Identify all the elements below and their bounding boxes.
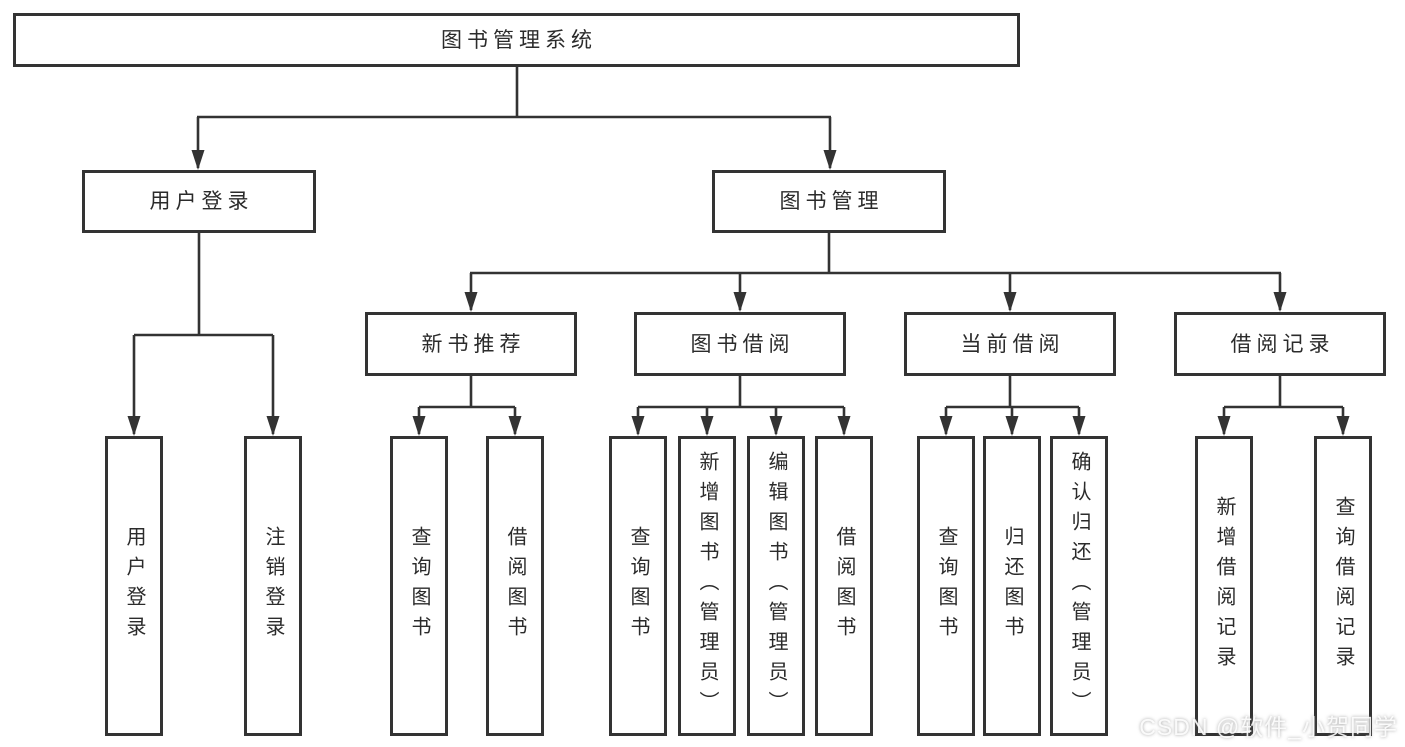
node-user-login-label: 用户登录 xyxy=(149,190,254,213)
node-user-login-module: 用户登录 xyxy=(82,170,316,233)
node-leaf-br-query-record-label: 查询借阅记录 xyxy=(1332,496,1354,676)
node-leaf-br-add-record: 新增借阅记录 xyxy=(1195,436,1253,736)
node-leaf-cb-confirm-return-admin: 确认归还（管理员） xyxy=(1050,436,1108,736)
node-leaf-logout: 注销登录 xyxy=(244,436,302,736)
node-current-borrow-label: 当前借阅 xyxy=(960,332,1065,356)
node-leaf-bb-query-book: 查询图书 xyxy=(609,436,667,736)
connector-current-borrow-trunk xyxy=(946,376,1079,409)
node-new-book-recommend: 新书推荐 xyxy=(365,312,577,376)
node-leaf-nb-query-book: 查询图书 xyxy=(390,436,448,736)
node-book-management-module: 图书管理 xyxy=(712,170,946,233)
node-root-label: 图书管理系统 xyxy=(441,28,597,52)
node-leaf-bb-edit-book-admin: 编辑图书（管理员） xyxy=(747,436,805,736)
node-leaf-nb-borrow-book: 借阅图书 xyxy=(486,436,544,736)
connector-borrow-record-trunk xyxy=(1224,376,1343,409)
node-book-borrow-label: 图书借阅 xyxy=(690,332,795,356)
connector-book-borrow-trunk xyxy=(638,376,844,409)
node-leaf-br-query-record: 查询借阅记录 xyxy=(1314,436,1372,736)
node-leaf-br-add-record-label: 新增借阅记录 xyxy=(1213,496,1235,676)
node-leaf-bb-edit-book-admin-label: 编辑图书（管理员） xyxy=(765,451,787,721)
node-leaf-cb-query-book-label: 查询图书 xyxy=(935,526,957,646)
node-leaf-cb-return-book-label: 归还图书 xyxy=(1001,526,1023,646)
node-root-system: 图书管理系统 xyxy=(13,13,1020,67)
node-leaf-bb-query-book-label: 查询图书 xyxy=(627,526,649,646)
connector-user-login-trunk xyxy=(134,233,273,337)
connector-root-trunk xyxy=(197,67,831,119)
node-leaf-logout-label: 注销登录 xyxy=(262,526,284,646)
node-leaf-user-login-label: 用户登录 xyxy=(123,526,145,646)
node-new-book-label: 新书推荐 xyxy=(421,332,526,356)
connector-new-book-trunk xyxy=(419,376,515,409)
node-leaf-user-login: 用户登录 xyxy=(105,436,163,736)
csdn-watermark: CSDN @软件_小贺同学 xyxy=(1139,714,1398,740)
node-current-borrow: 当前借阅 xyxy=(904,312,1116,376)
node-book-borrow: 图书借阅 xyxy=(634,312,846,376)
node-leaf-bb-borrow-book-label: 借阅图书 xyxy=(833,526,855,646)
node-leaf-nb-query-book-label: 查询图书 xyxy=(408,526,430,646)
node-borrow-record: 借阅记录 xyxy=(1174,312,1386,376)
node-book-management-label: 图书管理 xyxy=(779,190,884,213)
node-leaf-bb-add-book-admin-label: 新增图书（管理员） xyxy=(696,451,718,721)
node-leaf-bb-add-book-admin: 新增图书（管理员） xyxy=(678,436,736,736)
node-leaf-nb-borrow-book-label: 借阅图书 xyxy=(504,526,526,646)
connector-book-management-trunk xyxy=(470,233,1281,275)
node-leaf-cb-query-book: 查询图书 xyxy=(917,436,975,736)
node-leaf-cb-confirm-return-admin-label: 确认归还（管理员） xyxy=(1068,451,1090,721)
node-leaf-bb-borrow-book: 借阅图书 xyxy=(815,436,873,736)
node-borrow-record-label: 借阅记录 xyxy=(1230,332,1335,356)
node-leaf-cb-return-book: 归还图书 xyxy=(983,436,1041,736)
